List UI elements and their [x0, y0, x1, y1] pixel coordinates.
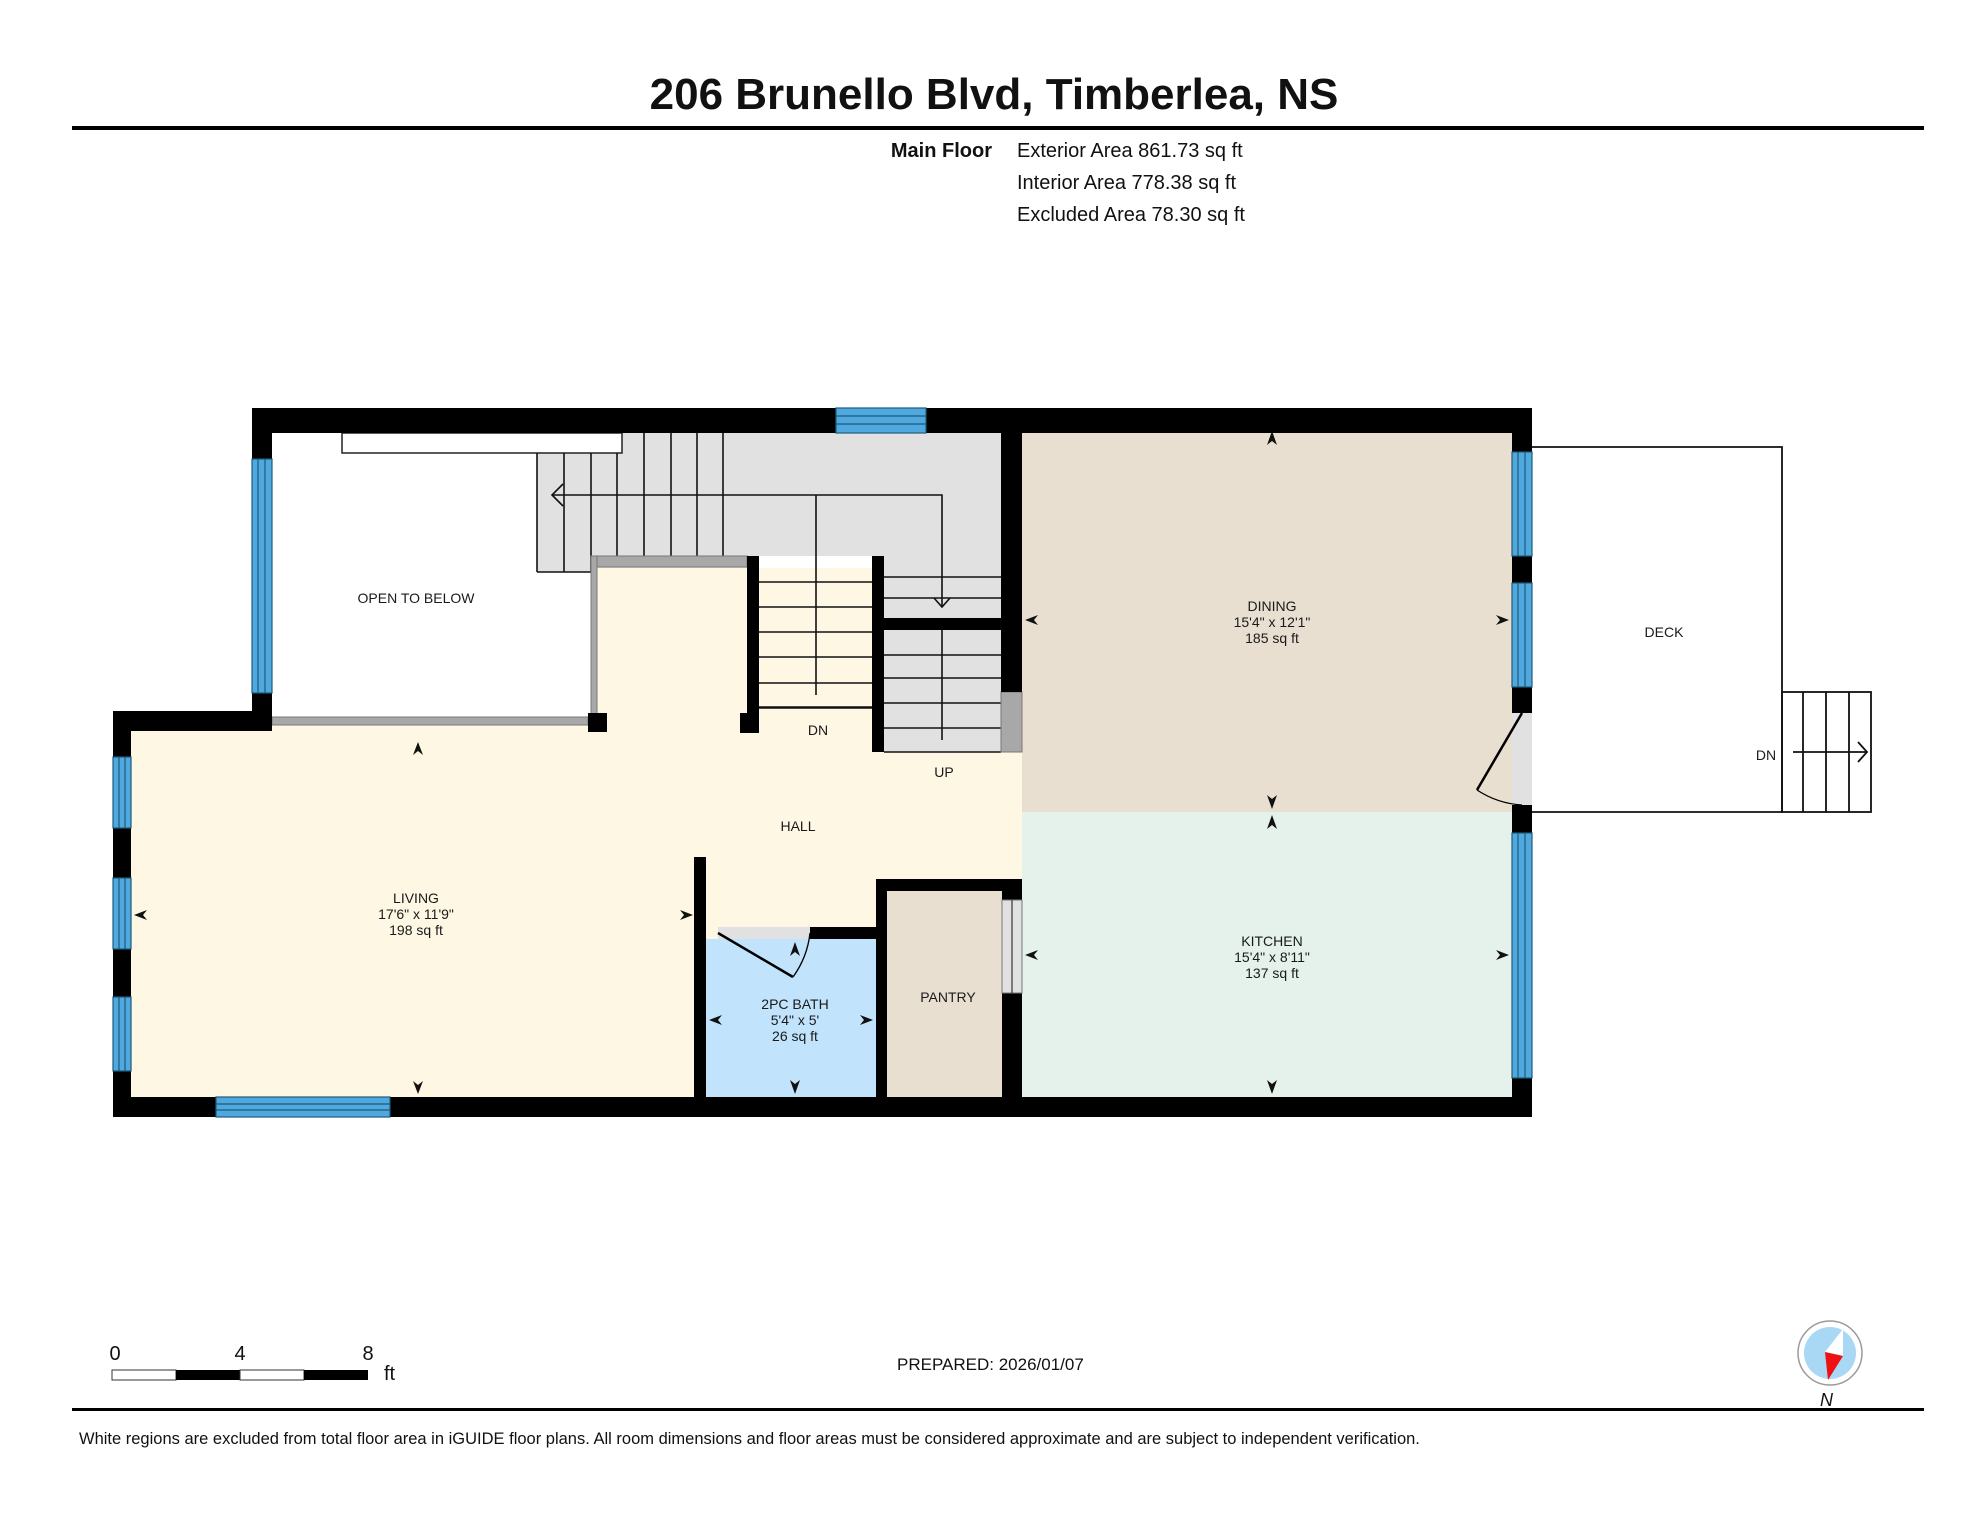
deck-stair-label-down: DN: [1755, 747, 1777, 763]
bath-floor: [706, 939, 876, 1097]
room-label-pantry: PANTRY: [920, 989, 976, 1005]
room-label-open-to-below: OPEN TO BELOW: [357, 590, 475, 606]
dining-floor: [1022, 428, 1512, 812]
floor-name: Main Floor: [890, 140, 992, 162]
pantry-door: [1001, 899, 1023, 994]
pantry-floor: [887, 891, 1002, 1097]
footer-divider: [72, 1408, 1924, 1411]
shelf: [341, 432, 623, 454]
dimension-markers: [134, 431, 1509, 1094]
room-label-kitchen: KITCHEN 15'4" x 8'11" 137 sq ft: [1234, 933, 1310, 981]
room-label-deck: DECK: [1644, 624, 1684, 640]
windows: [112, 407, 1533, 1118]
deck-door: [1475, 712, 1532, 806]
excluded-area: Excluded Area 78.30 sq ft: [1017, 204, 1245, 226]
room-label-bath: 2PC BATH 5'4" x 5' 26 sq ft: [761, 996, 829, 1044]
compass-icon: [1797, 1320, 1863, 1386]
stair-label-down: DN: [807, 722, 829, 738]
scale-tick-4: 4: [234, 1343, 246, 1365]
kitchen-floor: [1022, 812, 1512, 1097]
up-stair-treads: [884, 576, 1001, 753]
stair-label-up: UP: [934, 764, 954, 780]
header-divider: [72, 126, 1924, 130]
prepared-date: PREPARED: 2026/01/07: [897, 1355, 1084, 1374]
scale-tick-0: 0: [109, 1343, 121, 1365]
scale-unit: ft: [384, 1363, 396, 1385]
compass-north-label: N: [1820, 1390, 1833, 1410]
bath-door: [717, 927, 811, 979]
room-label-dining: DINING 15'4" x 12'1" 185 sq ft: [1233, 598, 1311, 646]
down-stair-treads: [759, 581, 872, 709]
room-fills: [131, 428, 1512, 1097]
stair-area: [537, 433, 1001, 752]
scale-bar: [111, 1369, 368, 1381]
exterior-area: Exterior Area 861.73 sq ft: [1017, 140, 1243, 162]
deck: [1532, 446, 1872, 813]
page-title: 206 Brunello Blvd, Timberlea, NS: [649, 70, 1339, 119]
disclaimer: White regions are excluded from total fl…: [79, 1430, 1420, 1448]
scale-tick-8: 8: [362, 1343, 374, 1365]
interior-area: Interior Area 778.38 sq ft: [1017, 172, 1237, 194]
room-label-hall: HALL: [780, 818, 816, 834]
room-label-living: LIVING 17'6" x 11'9" 198 sq ft: [378, 890, 454, 938]
upper-stair-treads: [536, 433, 951, 695]
